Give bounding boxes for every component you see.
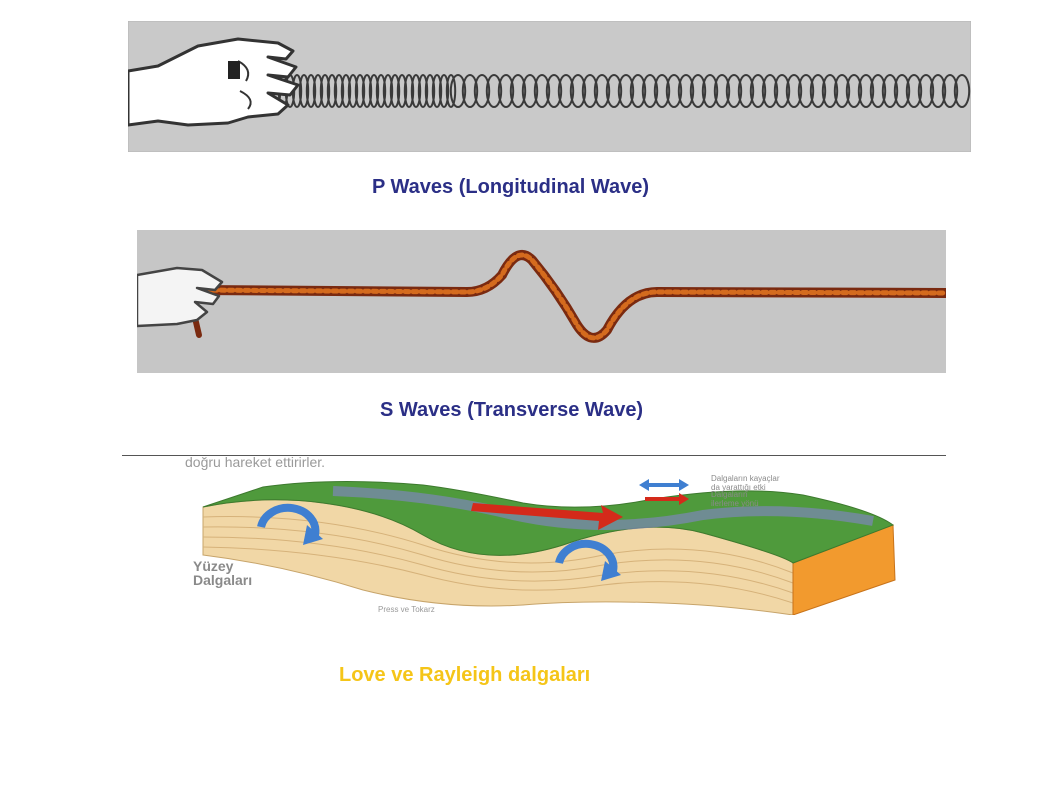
spring-coil-loop — [665, 74, 683, 108]
spring-coil-loop — [953, 74, 971, 108]
diagram-header-text: doğru hareket ettirirler. — [185, 455, 325, 470]
spring-coil-loop — [929, 74, 947, 108]
red-arrow-icon — [645, 493, 689, 505]
circulation-arrow-icon — [257, 503, 323, 545]
spring-coil-loop — [773, 74, 791, 108]
spring-coil-loop — [617, 74, 635, 108]
spring-coil-loop — [653, 74, 671, 108]
spring-coil-loop — [905, 74, 923, 108]
spring-coil-loop — [557, 74, 575, 108]
spring-coil-loop — [581, 74, 599, 108]
spring-coil-loop — [701, 74, 719, 108]
spring-coil-loop — [761, 74, 779, 108]
spring-coil-loop — [593, 74, 611, 108]
spring-coil-loop — [382, 74, 394, 108]
s-wave-rope-svg — [135, 230, 951, 373]
spring-coil-loop — [410, 74, 422, 108]
spring-coil-loop — [809, 74, 827, 108]
spring-coil-loop — [713, 74, 731, 108]
spring-coil-loop — [881, 74, 899, 108]
p-wave-caption: P Waves (Longitudinal Wave) — [372, 176, 650, 198]
spring-coil-loop — [354, 74, 366, 108]
spring-coil-loop — [797, 74, 815, 108]
s-wave-illustration — [135, 230, 951, 373]
hand-icon — [135, 266, 224, 328]
spring-coil-loop — [689, 74, 707, 108]
spring-coil-loop — [319, 74, 331, 108]
circulation-arrow-icon — [555, 539, 621, 581]
spring-coil-loop — [941, 74, 959, 108]
side-label-line1: Yüzey — [193, 558, 234, 574]
spring-coil-loop — [361, 74, 373, 108]
spring-coil-loop — [785, 74, 803, 108]
spring-coil-loop — [605, 74, 623, 108]
spring-coil-loop — [445, 74, 457, 108]
surface-wave-svg: doğru hareket ettirirler. Yüzey Dal — [185, 454, 896, 616]
surface-wave-diagram: doğru hareket ettirirler. Yüzey Dal — [183, 454, 918, 616]
s-wave-caption: S Waves (Transverse Wave) — [380, 399, 644, 421]
spring-coil-loop — [417, 74, 429, 108]
spring-coil-loop — [333, 74, 345, 108]
spring-coil-loop — [497, 74, 515, 108]
spring-coil-loop — [312, 74, 324, 108]
side-label-line2: Dalgaları — [193, 572, 252, 588]
spring-coil-loop — [641, 74, 659, 108]
spring-coil-loop — [375, 74, 387, 108]
spring-coil-loop — [749, 74, 767, 108]
diagram-footer-text: Press ve Tokarz — [378, 605, 435, 614]
spring-coil-loop — [833, 74, 851, 108]
spring-coil-loop — [298, 74, 310, 108]
spring-coil-loop — [569, 74, 587, 108]
spring-coil-loop — [340, 74, 352, 108]
spring-coil-loop — [629, 74, 647, 108]
spring-coil-loop — [449, 74, 467, 108]
spring-coil-loop — [737, 74, 755, 108]
divider-line — [122, 455, 946, 456]
spring-coil-loop — [917, 74, 935, 108]
spring-coil-loop — [485, 74, 503, 108]
legend: Dalgaların kayaçlar da yarattığı etki Da… — [639, 474, 780, 508]
spring-coil-loop — [473, 74, 491, 108]
spring-coil-loop — [438, 74, 450, 108]
legend-2-line2: ilerleme yönü — [711, 499, 759, 508]
spring-coil-loop — [893, 74, 911, 108]
spring-coil-loop — [326, 74, 338, 108]
propagation-arrow-icon — [471, 503, 623, 530]
spring-coil-loop — [821, 74, 839, 108]
spring-coil-loop — [521, 74, 539, 108]
spring-coil-loop — [677, 74, 695, 108]
spring-coil-loop — [424, 74, 436, 108]
spring-coil-loop — [403, 74, 415, 108]
spring-coil-loop — [845, 74, 863, 108]
p-wave-illustration — [126, 20, 972, 153]
spring-coil-loop — [545, 74, 563, 108]
spring-coil-loop — [725, 74, 743, 108]
spring-coil-loop — [431, 74, 443, 108]
spring-coil-loop — [869, 74, 887, 108]
spring-coil-loop — [347, 74, 359, 108]
s-wave-background — [137, 230, 946, 373]
spring-coil-loop — [368, 74, 380, 108]
spring-coil-loop — [389, 74, 401, 108]
hand-icon — [126, 37, 300, 127]
spring-coil-loop — [396, 74, 408, 108]
legend-2-line1: Dalgaların — [711, 490, 747, 499]
legend-1-line2: da yarattığı etki — [711, 483, 766, 492]
spring-coil-loop — [533, 74, 551, 108]
p-wave-spring-svg — [126, 20, 972, 153]
spring-coil-loop — [305, 74, 317, 108]
legend-1-line1: Dalgaların kayaçlar — [711, 474, 780, 483]
blue-double-arrow-icon — [639, 479, 689, 491]
surface-wave-caption: Love ve Rayleigh dalgaları — [339, 664, 591, 686]
spring-coil-loop — [509, 74, 527, 108]
spring-coil-loop — [857, 74, 875, 108]
spring-coil-loop — [461, 74, 479, 108]
